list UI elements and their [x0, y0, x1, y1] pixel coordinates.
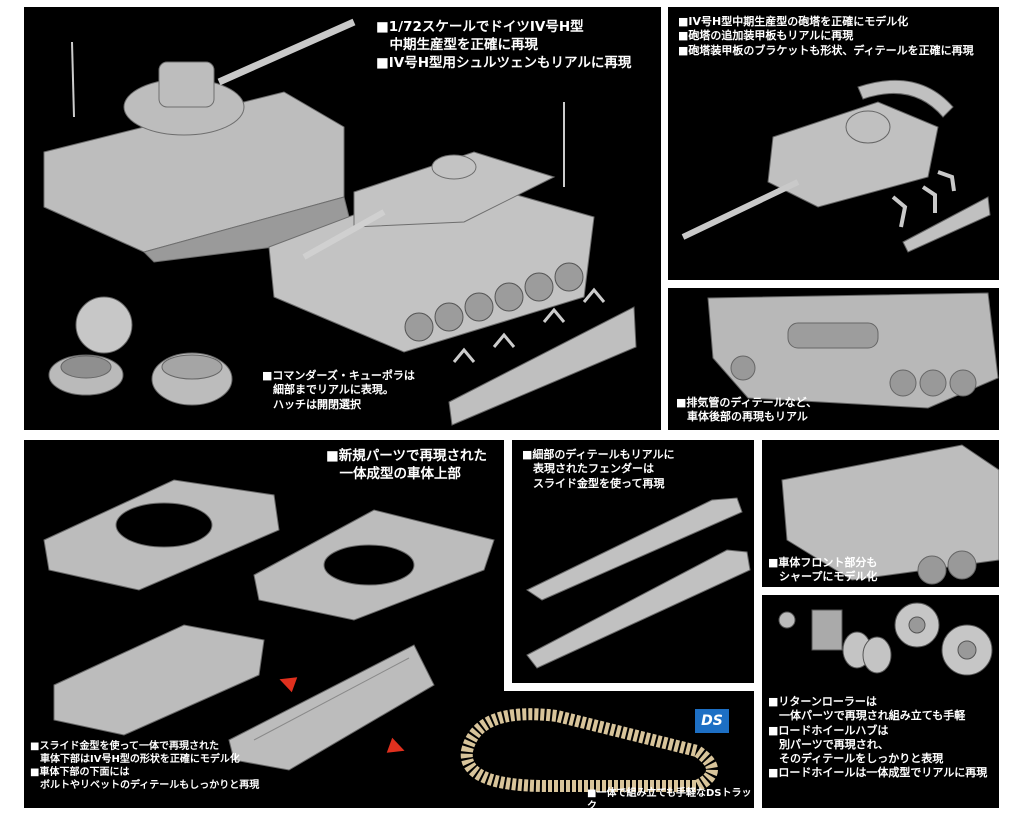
turret-illustration	[681, 79, 991, 253]
panel-track: DS ■一体で組み立ても手軽なDSトラック	[437, 691, 754, 808]
lower-hull-caption: ■スライド金型を使って一体で再現された 車体下部はIV号H型の形状を正確にモデル…	[30, 741, 260, 791]
panel-wheels: ■リターンローラーは 一体パーツで再現され組み立ても手軽 ■ロードホイールハブは…	[762, 595, 999, 808]
fender-caption: ■細部のディテールもリアルに 表現されたフェンダーは スライド金型を使って再現	[522, 448, 675, 490]
panel-turret: ■IV号H型中期生産型の砲塔を正確にモデル化 ■砲塔の追加装甲板もリアルに再現 …	[668, 7, 999, 280]
front-caption: ■車体フロント部分も シャープにモデル化	[768, 556, 878, 584]
rear-caption: ■排気管のディテールなど、 車体後部の再現もリアル	[676, 396, 818, 424]
panel-front: ■車体フロント部分も シャープにモデル化	[762, 440, 999, 587]
panel-fender: ■細部のディテールもリアルに 表現されたフェンダーは スライド金型を使って再現	[512, 440, 754, 683]
panel-rear: ■排気管のディテールなど、 車体後部の再現もリアル	[668, 288, 999, 430]
track-caption: ■一体で組み立ても手軽なDSトラック	[587, 788, 752, 808]
turret-caption: ■IV号H型中期生産型の砲塔を正確にモデル化 ■砲塔の追加装甲板もリアルに再現 …	[678, 15, 974, 57]
hull-illustration	[43, 479, 495, 771]
wheels-caption: ■リターンローラーは 一体パーツで再現され組み立ても手軽 ■ロードホイールハブは…	[768, 695, 988, 780]
panel-main-tank: ■1/72スケールでドイツIV号H型 中期生産型を正確に再現 ■IV号H型用シュ…	[24, 7, 661, 430]
upper-hull-caption: ■新規パーツで再現された 一体成型の車体上部	[326, 448, 487, 482]
fender-illustration	[525, 497, 751, 669]
rear-illustration	[707, 292, 999, 409]
main-caption: ■1/72スケールでドイツIV号H型 中期生産型を正確に再現 ■IV号H型用シュ…	[376, 19, 632, 71]
cupola-caption: ■コマンダーズ・キューポラは 細部までリアルに表現。 ハッチは開閉選択	[262, 369, 415, 411]
ds-logo: DS	[695, 709, 729, 733]
tank-illustration	[43, 18, 637, 426]
front-illustration	[781, 444, 999, 585]
panel-hull: ■新規パーツで再現された 一体成型の車体上部 ■スライド金型を使って一体で再現さ…	[24, 440, 504, 808]
track-illustration	[460, 708, 718, 792]
wheels-illustration	[778, 602, 993, 676]
